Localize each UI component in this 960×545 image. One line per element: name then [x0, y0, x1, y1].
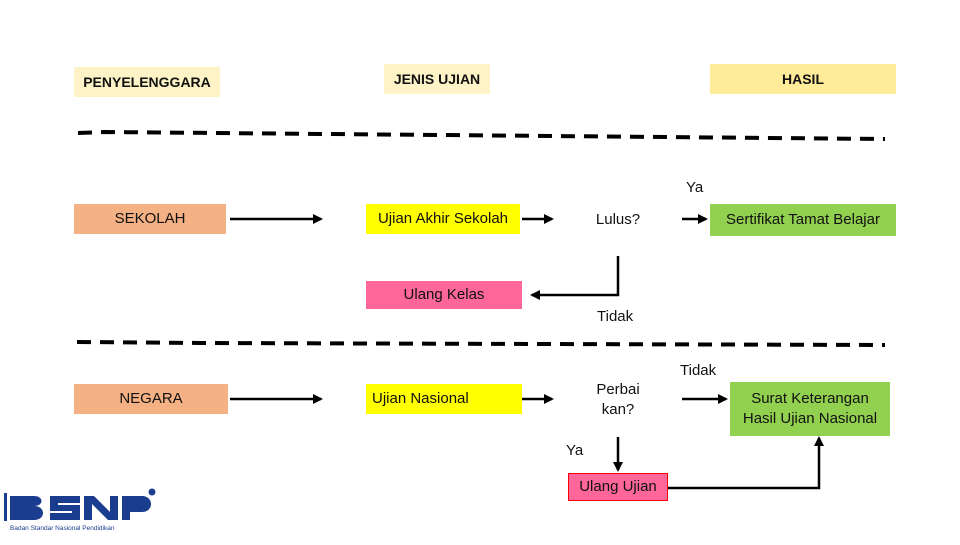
node-negara: NEGARA	[74, 384, 228, 414]
header-jenis-ujian: JENIS UJIAN	[384, 64, 490, 94]
arrow-lulus-to-ulang-kelas	[530, 256, 620, 300]
header-hasil: HASIL	[710, 64, 896, 94]
edge-label-ya-bottom: Ya	[566, 442, 584, 459]
decision-perbaikan-line2: kan?	[601, 401, 635, 418]
bsnp-logo-mark	[4, 488, 156, 521]
edge-label-tidak-bottom: Tidak	[680, 362, 717, 379]
separator-middle	[76, 340, 886, 347]
node-ulang-kelas: Ulang Kelas	[366, 281, 522, 309]
decision-perbaikan-line1: Perbai	[596, 380, 640, 398]
header-penyelenggara: PENYELENGGARA	[74, 67, 220, 97]
node-ujian-nasional: Ujian Nasional	[366, 384, 522, 414]
separator-top	[77, 129, 886, 141]
node-surat-line1: Surat Keterangan	[751, 389, 869, 407]
arrow-ulang-ujian-to-surat	[668, 436, 824, 490]
bsnp-logo: Badan Standar Nasional Pendidikan	[4, 484, 164, 540]
node-surat-keterangan: Surat Keterangan Hasil Ujian Nasional	[730, 382, 890, 436]
decision-lulus-label: Lulus?	[595, 210, 641, 228]
node-sekolah: SEKOLAH	[74, 204, 226, 234]
edge-label-tidak-mid: Tidak	[597, 308, 634, 325]
decision-perbaikan-label: Perbai kan?	[574, 378, 662, 422]
node-sertifikat: Sertifikat Tamat Belajar	[710, 204, 896, 236]
bsnp-logo-subtitle: Badan Standar Nasional Pendidikan	[10, 525, 115, 532]
node-surat-line2: Hasil Ujian Nasional	[742, 410, 878, 427]
edge-label-ya-top: Ya	[686, 179, 704, 196]
node-ujian-akhir-sekolah: Ujian Akhir Sekolah	[366, 204, 520, 234]
node-ulang-ujian: Ulang Ujian	[568, 473, 668, 501]
